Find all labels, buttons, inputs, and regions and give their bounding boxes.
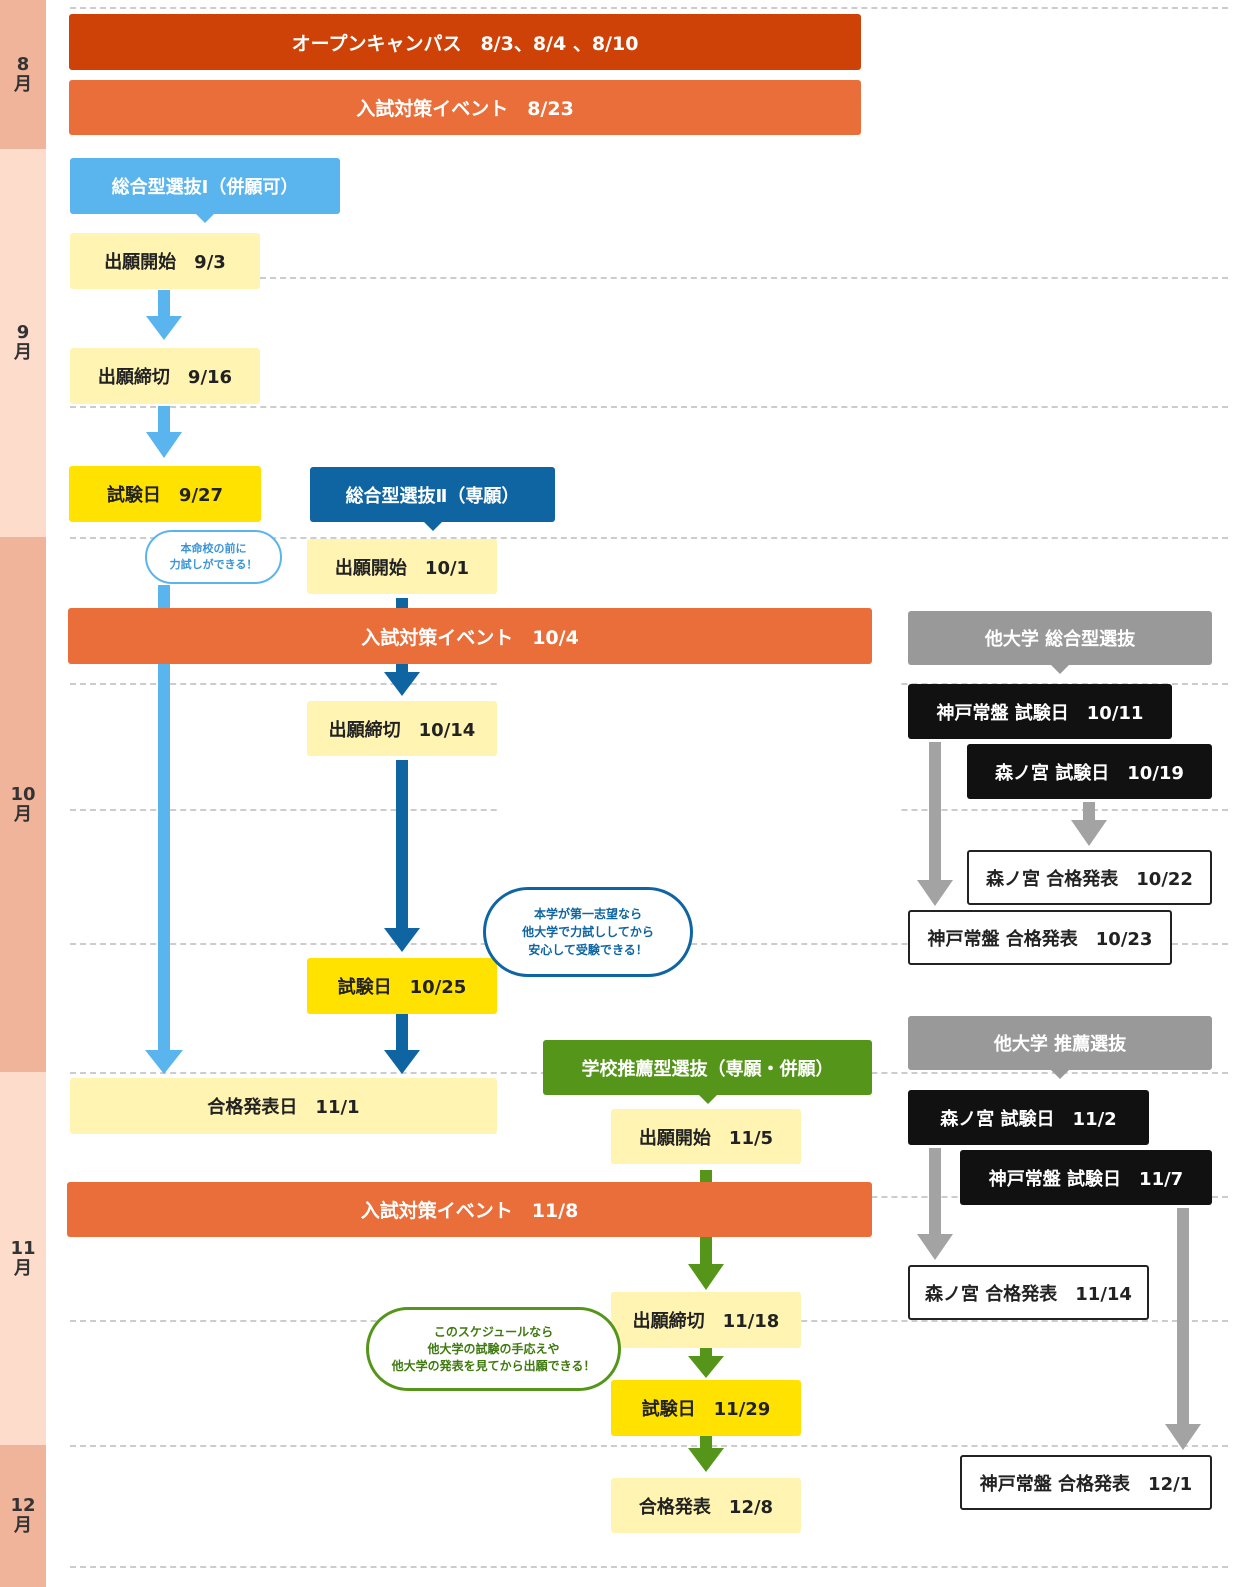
school-rec-result: 合格発表 12/8	[611, 1478, 801, 1533]
month-aug: 8 月	[0, 0, 46, 149]
arrow-head	[917, 1234, 953, 1260]
school-rec-header-label: 学校推薦型選抜（専願・併願）	[581, 1058, 834, 1080]
arrow-shaft	[700, 1436, 712, 1450]
header-tail	[1051, 1070, 1069, 1079]
arrow-head	[384, 672, 420, 696]
arrow-shaft	[158, 406, 170, 434]
arrow-head	[688, 1356, 724, 1378]
grid-line	[70, 1566, 1228, 1568]
month-label: 10 月	[10, 783, 36, 825]
sogo2-header-label: 総合型選抜Ⅱ（専願）	[345, 485, 520, 507]
header-tail	[1051, 665, 1069, 674]
arrow-shaft	[929, 742, 941, 882]
arrow-head	[917, 880, 953, 906]
sogo1-apply-start: 出願開始 9/3	[70, 233, 260, 289]
arrow-shaft	[1177, 1208, 1189, 1426]
morinomiya-sogo-result: 森ノ宮 合格発表 10/22	[967, 850, 1212, 905]
grid-line	[70, 537, 1228, 539]
arrow-head	[1165, 1424, 1201, 1450]
month-nov: 11 月	[0, 1072, 46, 1445]
school-rec-apply-end: 出願締切 11/18	[611, 1292, 801, 1348]
school-rec-comment-bubble: このスケジュールなら 他大学の試験の手応えや 他大学の発表を見てから出願できる！	[366, 1307, 621, 1391]
arrow-head	[688, 1448, 724, 1472]
morinomiya-rec-result: 森ノ宮 合格発表 11/14	[908, 1265, 1149, 1320]
header-tail	[196, 214, 214, 223]
open-campus-bar: オープンキャンパス 8/3、8/4 、8/10	[69, 14, 861, 70]
prep-event-aug-bar: 入試対策イベント 8/23	[69, 80, 861, 135]
arrow-shaft	[158, 290, 170, 318]
sogo1-result: 合格発表日 11/1	[70, 1078, 497, 1134]
sogo2-comment-bubble: 本学が第一志望なら 他大学で力試ししてから 安心して受験できる！	[483, 887, 693, 977]
arrow-head	[384, 1050, 420, 1074]
other-rec-header-label: 他大学 推薦選抜	[993, 1034, 1127, 1055]
arrow-head	[688, 1264, 724, 1290]
kobe-rec-exam: 神戸常盤 試験日 11/7	[960, 1150, 1212, 1205]
arrow-head	[146, 316, 182, 340]
gap	[500, 675, 900, 691]
school-rec-apply-start: 出願開始 11/5	[611, 1109, 801, 1164]
arrow-shaft	[1083, 802, 1095, 822]
prep-event-oct-bar: 入試対策イベント 10/4	[68, 608, 872, 664]
arrow-shaft	[929, 1148, 941, 1236]
header-tail	[698, 1095, 717, 1104]
sogo1-header: 総合型選抜Ⅰ（併願可）	[70, 158, 340, 223]
morinomiya-sogo-exam: 森ノ宮 試験日 10/19	[967, 744, 1212, 799]
arrow-shaft	[396, 760, 408, 930]
sogo1-apply-end: 出願締切 9/16	[70, 348, 260, 404]
month-dec: 12 月	[0, 1445, 46, 1587]
other-rec-header: 他大学 推薦選抜	[908, 1016, 1212, 1079]
school-rec-header: 学校推薦型選抜（専願・併願）	[543, 1040, 872, 1104]
grid-line	[260, 277, 1228, 279]
grid-line	[70, 406, 1228, 408]
month-sep: 9 月	[0, 149, 46, 537]
sogo1-header-label: 総合型選抜Ⅰ（併願可）	[111, 177, 299, 198]
sogo1-comment-bubble: 本命校の前に 力試しができる！	[145, 530, 282, 584]
month-label: 12 月	[10, 1495, 36, 1536]
arrow-head	[145, 1050, 183, 1074]
grid-line	[70, 1445, 1228, 1447]
kobe-sogo-exam: 神戸常盤 試験日 10/11	[908, 684, 1172, 739]
arrow-shaft	[158, 585, 170, 1051]
header-tail	[423, 522, 442, 531]
sogo2-apply-end: 出願締切 10/14	[307, 701, 497, 756]
kobe-rec-result: 神戸常盤 合格発表 12/1	[960, 1455, 1212, 1510]
arrow-head	[384, 928, 420, 952]
school-rec-exam: 試験日 11/29	[611, 1380, 801, 1436]
other-sogo-header: 他大学 総合型選抜	[908, 611, 1212, 674]
arrow-head	[1071, 820, 1107, 846]
other-sogo-header-label: 他大学 総合型選抜	[984, 629, 1136, 650]
month-label: 11 月	[10, 1237, 36, 1279]
sogo2-apply-start: 出願開始 10/1	[307, 539, 497, 594]
arrow-head	[146, 432, 182, 458]
gap	[500, 801, 900, 817]
sogo2-exam: 試験日 10/25	[307, 958, 497, 1014]
prep-event-nov-bar: 入試対策イベント 11/8	[67, 1182, 872, 1237]
arrow-shaft	[396, 1014, 408, 1052]
sogo2-header: 総合型選抜Ⅱ（専願）	[310, 467, 555, 531]
month-label: 8 月	[14, 53, 32, 95]
grid-line	[70, 7, 1228, 9]
month-oct: 10 月	[0, 537, 46, 1072]
sogo1-exam: 試験日 9/27	[69, 466, 261, 522]
month-label: 9 月	[14, 322, 32, 363]
morinomiya-rec-exam: 森ノ宮 試験日 11/2	[908, 1090, 1149, 1145]
kobe-sogo-result: 神戸常盤 合格発表 10/23	[908, 910, 1172, 965]
